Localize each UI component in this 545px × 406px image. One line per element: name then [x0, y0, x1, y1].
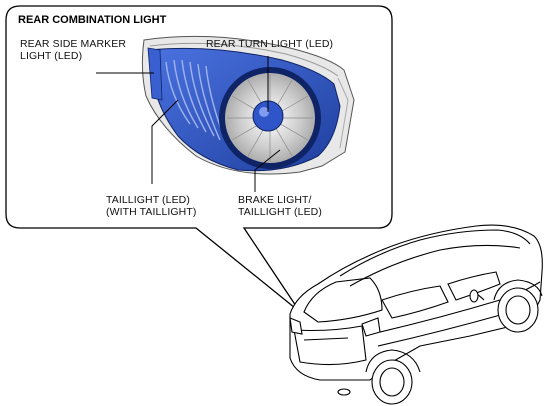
taillight-louvres: [165, 59, 227, 143]
label-brake-1: BRAKE LIGHT/: [238, 194, 312, 206]
diagram-title: REAR COMBINATION LIGHT: [18, 14, 167, 26]
label-taillight-2: (WITH TAILLIGHT): [106, 206, 197, 218]
label-brake-2: TAILLIGHT (LED): [238, 206, 322, 218]
vehicle-outline: [289, 224, 543, 405]
label-side-marker-2: LIGHT (LED): [20, 50, 83, 62]
label-turn-light: REAR TURN LIGHT (LED): [206, 38, 334, 50]
leader-lines: [96, 56, 281, 192]
label-side-marker-1: REAR SIDE MARKER: [20, 38, 127, 50]
side-marker-led: [147, 47, 163, 101]
label-taillight-1: TAILLIGHT (LED): [106, 194, 190, 206]
rear-combination-light: [141, 35, 355, 175]
